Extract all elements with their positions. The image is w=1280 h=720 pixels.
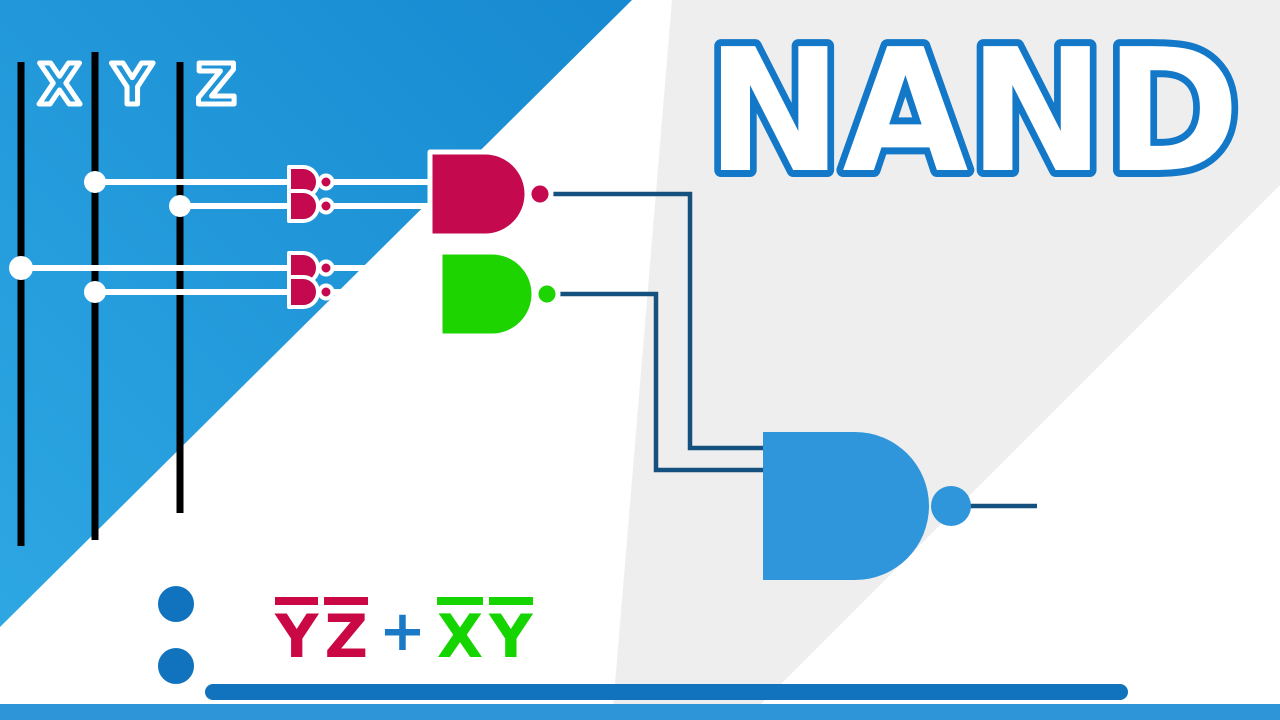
decorative-dot	[152, 642, 200, 690]
nand-gate-output-bubble	[931, 486, 971, 526]
not-gates-lower	[287, 251, 335, 309]
underline-bar	[205, 684, 1128, 700]
formula-term-xy: X Y	[434, 597, 536, 667]
nand-gate-yz-body-icon	[427, 149, 530, 239]
nand-gate-xy-body-icon	[437, 249, 537, 339]
not-gate-x-bubble	[317, 259, 335, 277]
wires-to-output	[549, 191, 1037, 509]
nand-gate-yz-bubble	[526, 180, 554, 208]
junction-dot-y2	[84, 281, 106, 303]
decorative-dot	[152, 580, 200, 628]
formula-letter-z-bar: Z	[324, 597, 368, 667]
page-title: NAND	[706, 13, 1240, 211]
wire	[549, 191, 766, 451]
formula-letter-y2-bar: Y	[489, 597, 533, 667]
junction-dot-x	[9, 256, 33, 280]
not-gate-z-icon	[287, 189, 320, 223]
nand-gate-yz	[427, 149, 554, 239]
nand-gate-output	[763, 432, 971, 580]
junction-dot-y1	[84, 171, 106, 193]
nand-gate-xy	[437, 249, 561, 339]
not-gate-z-bubble	[317, 197, 335, 215]
formula-letter-y-bar: Y	[275, 597, 319, 667]
junction-dot-z	[169, 195, 191, 217]
input-label-z: Z	[196, 53, 237, 118]
formula-letter-x-bar: X	[436, 597, 484, 667]
input-labels: X Y Z	[36, 51, 240, 121]
decorative-dots	[152, 580, 200, 690]
nand-gate-output-body-icon	[763, 432, 929, 580]
formula: Y Z + X Y	[272, 597, 536, 667]
junction-dots	[9, 171, 191, 303]
not-gate-y-bubble	[317, 173, 335, 191]
not-gate-y2-bubble	[317, 283, 335, 301]
formula-term-yz: Y Z	[272, 597, 371, 667]
wire	[556, 291, 766, 473]
input-label-x: X	[38, 53, 81, 118]
nand-gate-xy-bubble	[533, 280, 561, 308]
input-label-y: Y	[111, 53, 154, 118]
input-wires	[21, 179, 446, 295]
not-gates-upper	[287, 165, 335, 223]
formula-plus-operator: +	[378, 599, 426, 664]
bottom-strip	[0, 704, 1280, 720]
not-gate-y2-icon	[287, 275, 320, 309]
